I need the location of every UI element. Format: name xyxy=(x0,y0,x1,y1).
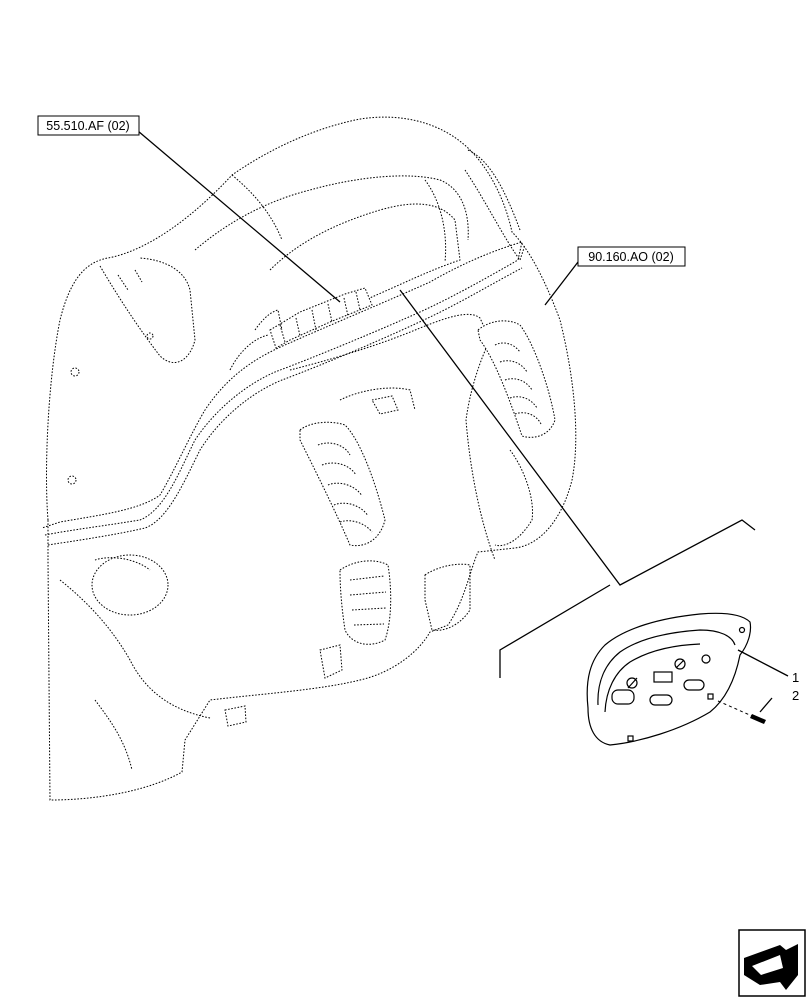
leader-55-510 xyxy=(137,130,341,303)
leader-item-1 xyxy=(737,649,789,677)
reference-label-55-510[interactable]: 55.510.AF (02) xyxy=(37,115,140,136)
callout-number-2[interactable]: 2 xyxy=(792,688,799,703)
screw xyxy=(717,700,766,724)
air-vent-left xyxy=(299,421,386,547)
leader-item-2 xyxy=(759,697,773,713)
leader-lines xyxy=(137,130,789,713)
reference-text-55-510: 55.510.AF (02) xyxy=(46,119,129,133)
instrument-cluster xyxy=(586,612,752,746)
next-page-arrow-icon[interactable] xyxy=(738,929,806,997)
reference-text-90-160: 90.160.AO (02) xyxy=(588,250,673,264)
detail-leader-bottom xyxy=(499,584,611,678)
cab-trim-panel xyxy=(41,116,577,801)
detail-leader-top xyxy=(399,289,756,586)
leader-90-160 xyxy=(544,261,579,306)
air-vent-right xyxy=(477,320,556,438)
callout-number-1[interactable]: 1 xyxy=(792,670,799,685)
air-vent-lower xyxy=(339,560,392,645)
reference-label-90-160[interactable]: 90.160.AO (02) xyxy=(577,246,686,267)
